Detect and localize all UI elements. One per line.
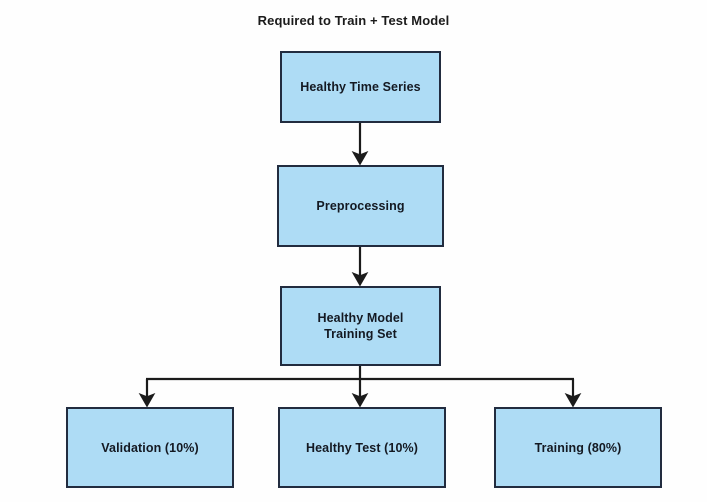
diagram-title: Required to Train + Test Model (257, 13, 450, 28)
node-label-line1: Healthy Time Series (300, 80, 421, 94)
node-label-line1: Preprocessing (316, 199, 405, 213)
node-label-line1: Validation (10%) (101, 440, 199, 455)
node-label-line1: Healthy Model (317, 311, 404, 325)
node-label-line2: Training Set (324, 327, 397, 341)
node-preprocessing[interactable]: Preprocessing (277, 165, 444, 247)
node-healthy-time-series[interactable]: Healthy Time Series (280, 51, 441, 123)
node-training[interactable]: Training (80%) (494, 407, 662, 488)
node-label-line1: Healthy Test (10%) (305, 440, 419, 455)
node-healthy-model-training-set[interactable]: Healthy Model Training Set (280, 286, 441, 366)
node-label: Healthy Test (10%) (300, 440, 424, 456)
node-label: Preprocessing (310, 198, 410, 214)
node-label: Healthy Time Series (294, 79, 426, 95)
node-label: Healthy Model Training Set (311, 310, 409, 342)
node-label: Training (80%) (529, 440, 628, 456)
node-healthy-test[interactable]: Healthy Test (10%) (278, 407, 446, 488)
node-label-line1: Training (80%) (534, 440, 622, 455)
node-label: Validation (10%) (95, 440, 204, 456)
node-validation[interactable]: Validation (10%) (66, 407, 234, 488)
